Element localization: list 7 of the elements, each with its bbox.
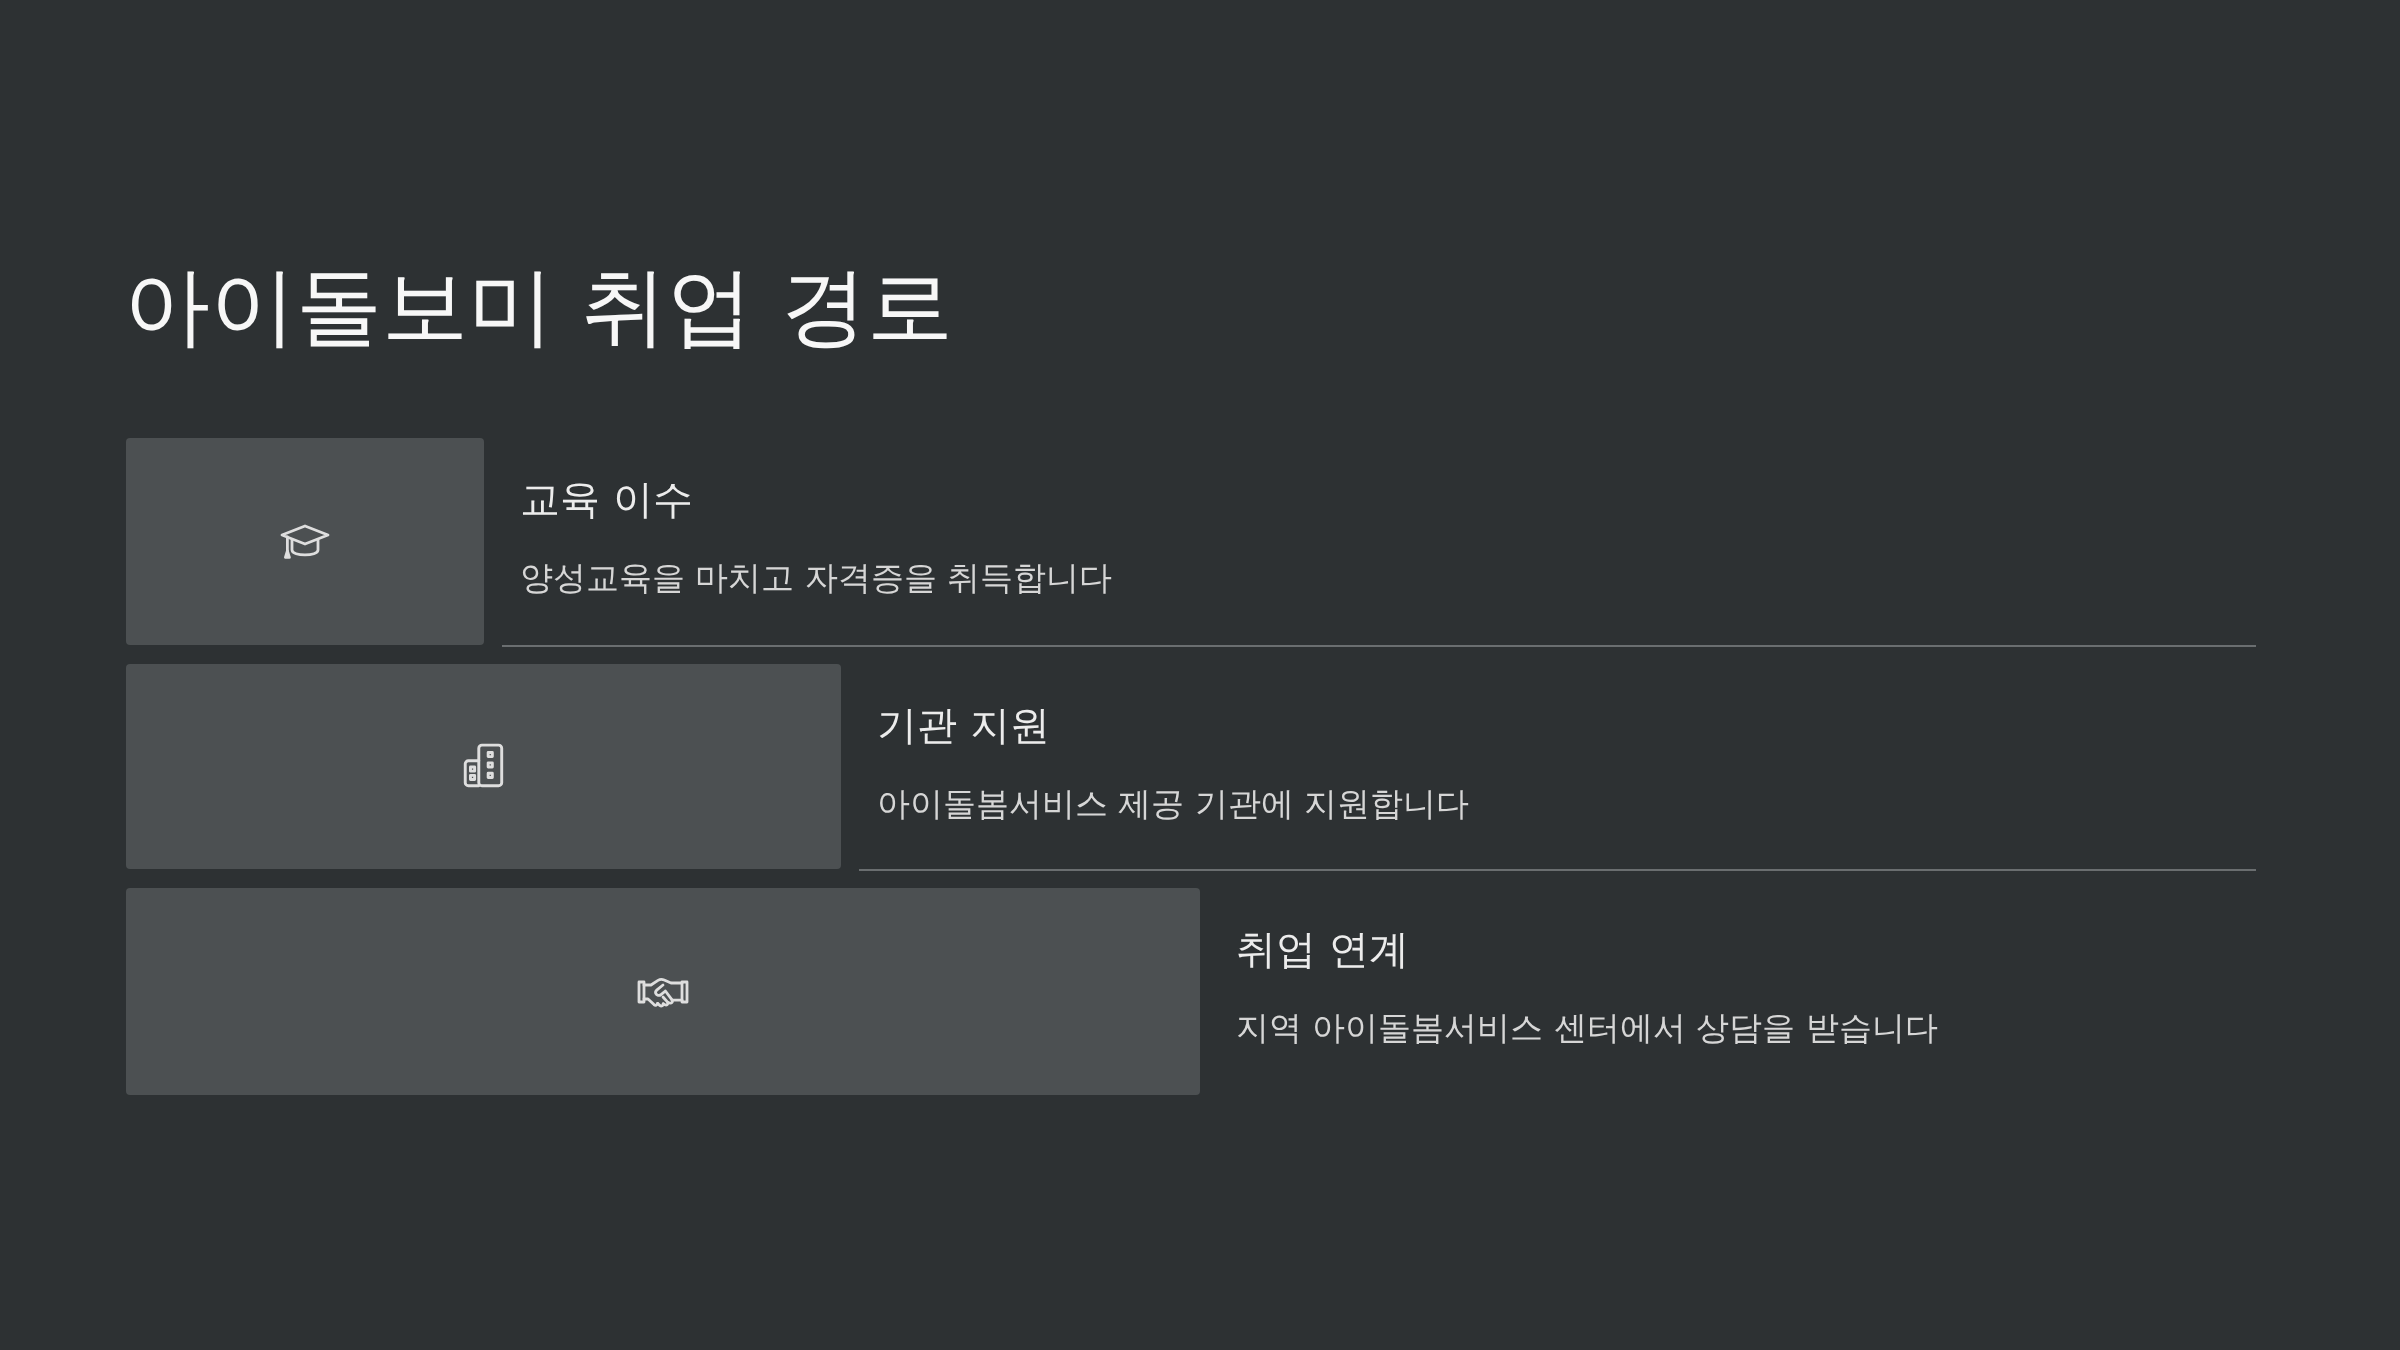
step-heading: 기관 지원 bbox=[877, 701, 1050, 750]
slide-title: 아이돌보미 취업 경로 bbox=[124, 255, 953, 358]
step-description: 양성교육을 마치고 자격증을 취득합니다 bbox=[520, 557, 1113, 599]
step-description: 아이돌봄서비스 제공 기관에 지원합니다 bbox=[877, 783, 1470, 825]
step-description: 지역 아이돌봄서비스 센터에서 상담을 받습니다 bbox=[1236, 1007, 1938, 1049]
step-heading: 취업 연계 bbox=[1236, 925, 1409, 974]
step-heading: 교육 이수 bbox=[520, 475, 693, 524]
